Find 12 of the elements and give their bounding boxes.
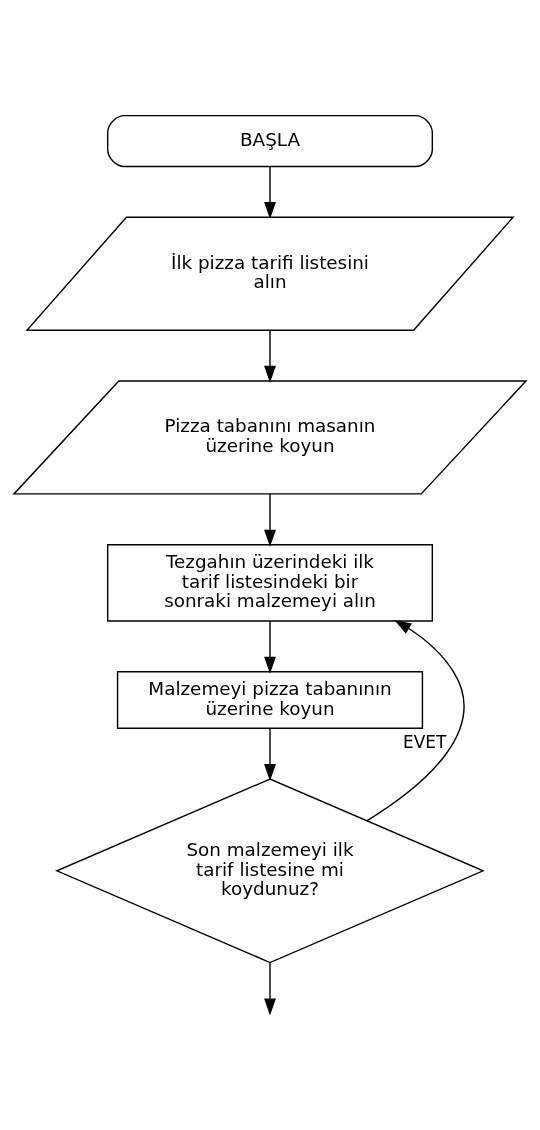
arrow: [264, 727, 276, 781]
arrow: [264, 166, 276, 219]
arrow: [264, 620, 276, 674]
node-box: Tezgahın üzerindeki ilk tarif listesindeki bir sonraki malzemeyi alın: [106, 544, 434, 622]
arrow: [264, 962, 276, 1016]
node-box: Malzemeyi pizza tabanının üzerine koyun: [116, 671, 424, 729]
arrow: [264, 493, 276, 547]
arrow: [264, 329, 276, 383]
edge-label: EVET: [403, 732, 447, 753]
node-box: BAŞLA: [106, 114, 434, 168]
arrow: [366, 620, 465, 822]
node-diamond: Son malzemeyi ilk tarif listesine mi koydunuz?: [55, 778, 485, 964]
